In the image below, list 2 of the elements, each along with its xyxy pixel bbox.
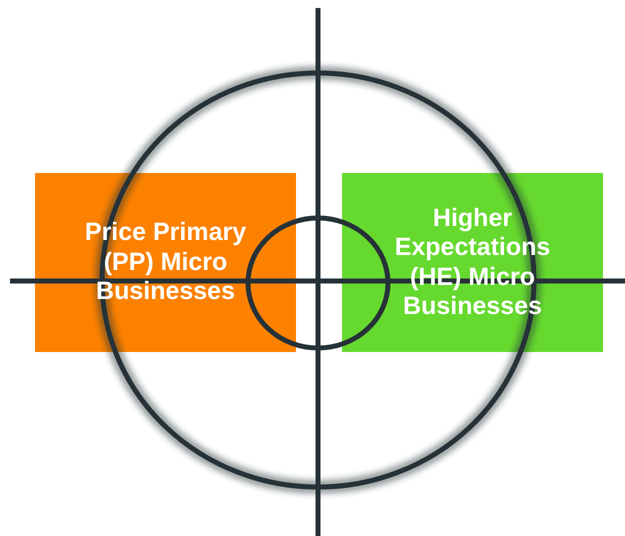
category-box bbox=[342, 173, 603, 352]
category-box bbox=[35, 173, 296, 352]
